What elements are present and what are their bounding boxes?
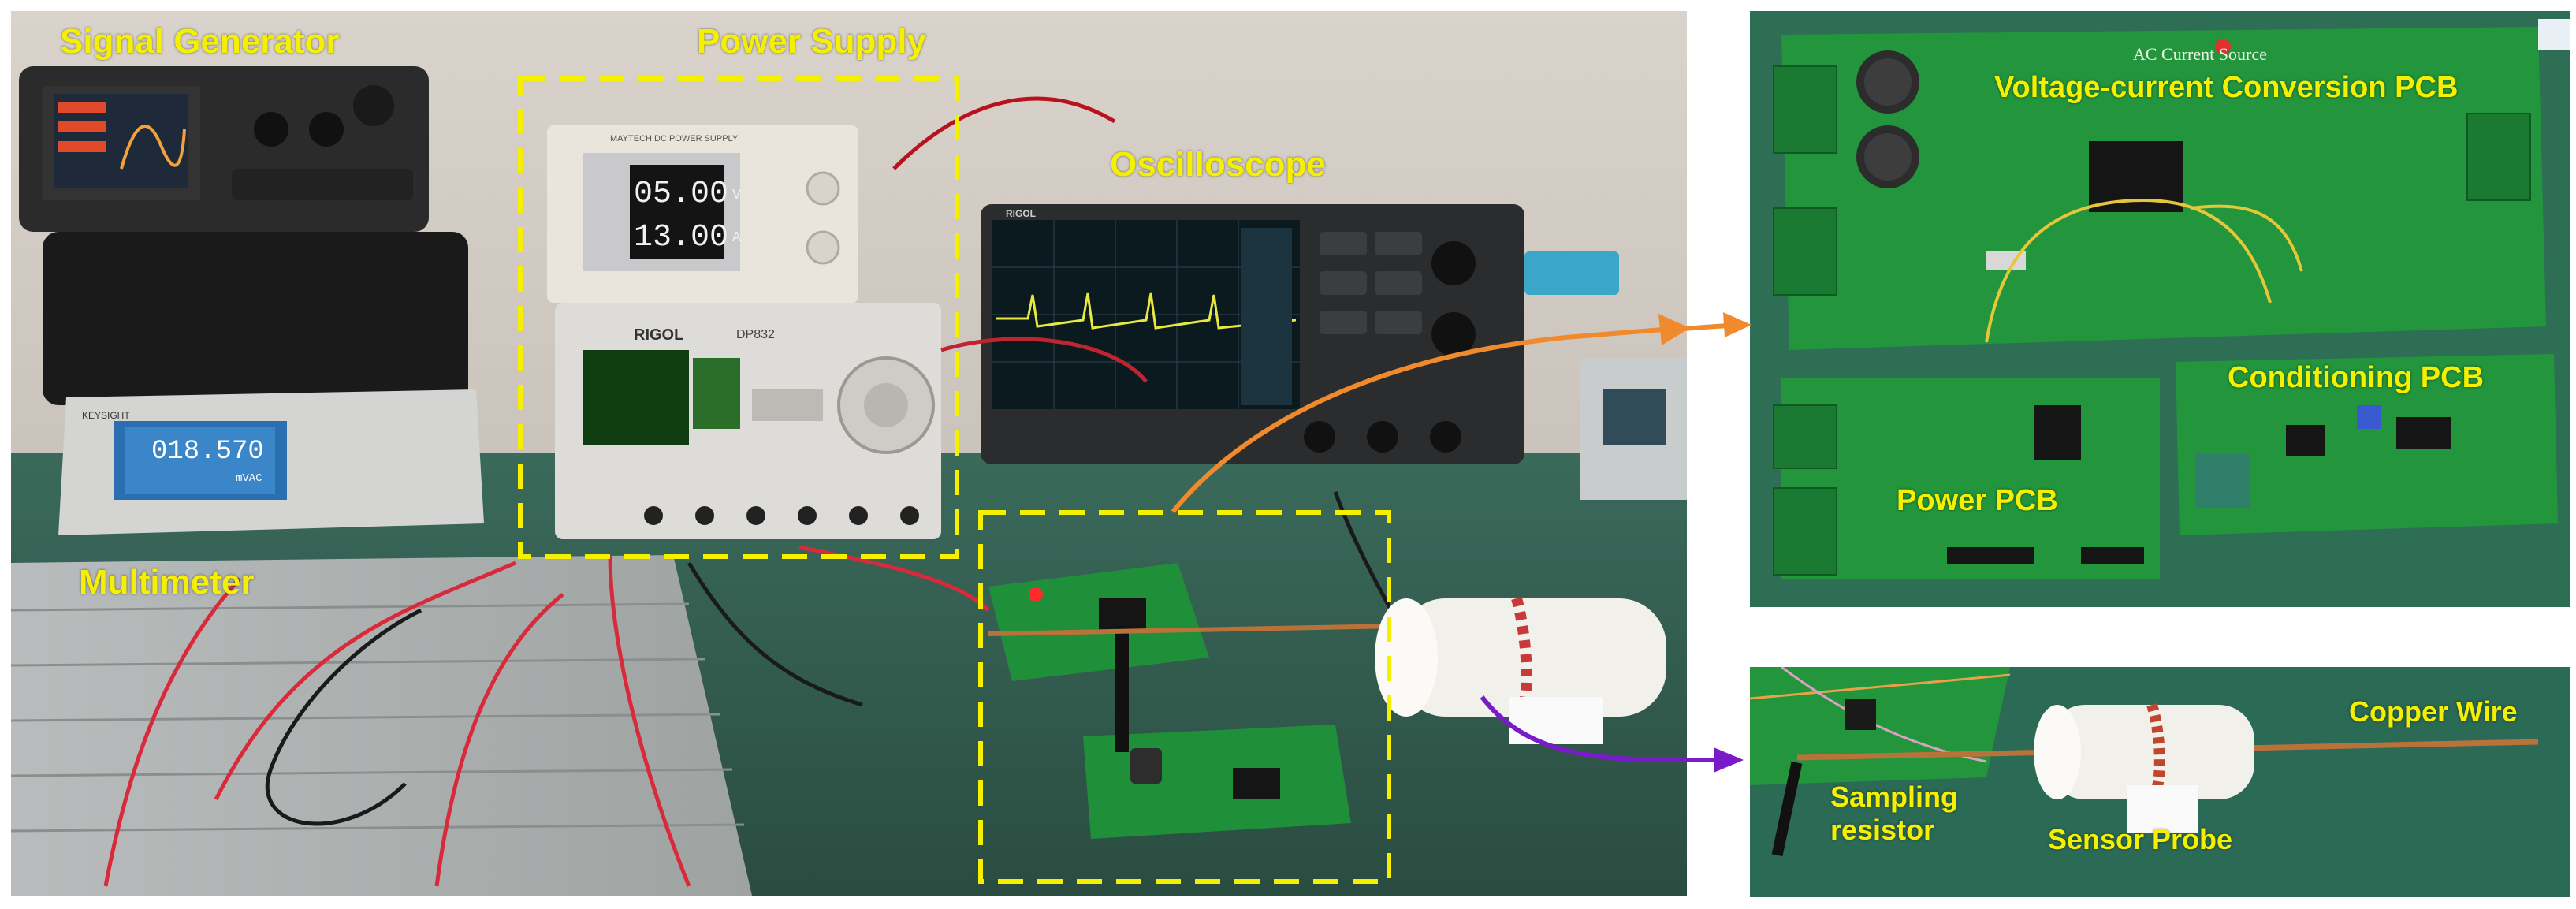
label-signal-generator: Signal Generator (60, 22, 340, 61)
multimeter (58, 389, 484, 535)
ps-brand: MAYTECH DC POWER SUPPLY (610, 134, 739, 143)
power-supply-box (518, 76, 959, 559)
label-sensor-probe: Sensor Probe (2048, 823, 2233, 855)
pcb-setup-box (978, 510, 1391, 884)
ps-voltage-unit: V (732, 188, 741, 203)
top-right-photo: AC Current Source Voltage-current Conver… (1750, 11, 2570, 607)
oscilloscope-brand: RIGOL (1006, 208, 1036, 219)
orange-arrow-head-icon (1723, 312, 1751, 337)
board-silk: AC Current Source (2133, 44, 2267, 64)
label-multimeter: Multimeter (79, 563, 255, 602)
label-copper-wire: Copper Wire (2349, 695, 2518, 728)
label-vi-pcb: Voltage-current Conversion PCB (1994, 71, 2459, 104)
power-supply-stack (547, 125, 941, 539)
label-power-pcb: Power PCB (1897, 484, 2058, 517)
top-right-scene (1750, 11, 2570, 607)
orange-arrow-icon (1171, 335, 1566, 513)
oscilloscope (981, 204, 1524, 464)
ps-current-unit: A (732, 230, 741, 246)
ps-current: 13.00 (634, 220, 729, 255)
multimeter-unit: mVAC (236, 472, 262, 485)
main-photo: 05.00 V 13.00 A MAYTECH DC POWER SUPPLY … (11, 11, 1687, 896)
main-photo-scene (11, 11, 1687, 896)
purple-arrow-icon (1480, 695, 1675, 762)
bottom-right-photo: Copper Wire Sampling resistor Sensor Pro… (1750, 667, 2570, 897)
setup-pcbs (988, 563, 1399, 839)
label-conditioning-pcb: Conditioning PCB (2228, 361, 2485, 394)
label-sampling-resistor: Sampling resistor (1830, 780, 1959, 846)
bottom-right-scene (1750, 667, 2570, 897)
label-oscilloscope: Oscilloscope (1110, 145, 1326, 184)
rigol-supply-model: DP832 (736, 328, 775, 341)
rigol-supply-brand: RIGOL (634, 326, 684, 344)
purple-arrow-head-icon (1714, 747, 1744, 773)
label-power-supply: Power Supply (697, 22, 926, 61)
multimeter-brand: KEYSIGHT (82, 410, 130, 421)
signal-generator (19, 66, 468, 405)
multimeter-reading: 018.570 (151, 437, 264, 467)
ps-voltage: 05.00 (634, 177, 729, 212)
